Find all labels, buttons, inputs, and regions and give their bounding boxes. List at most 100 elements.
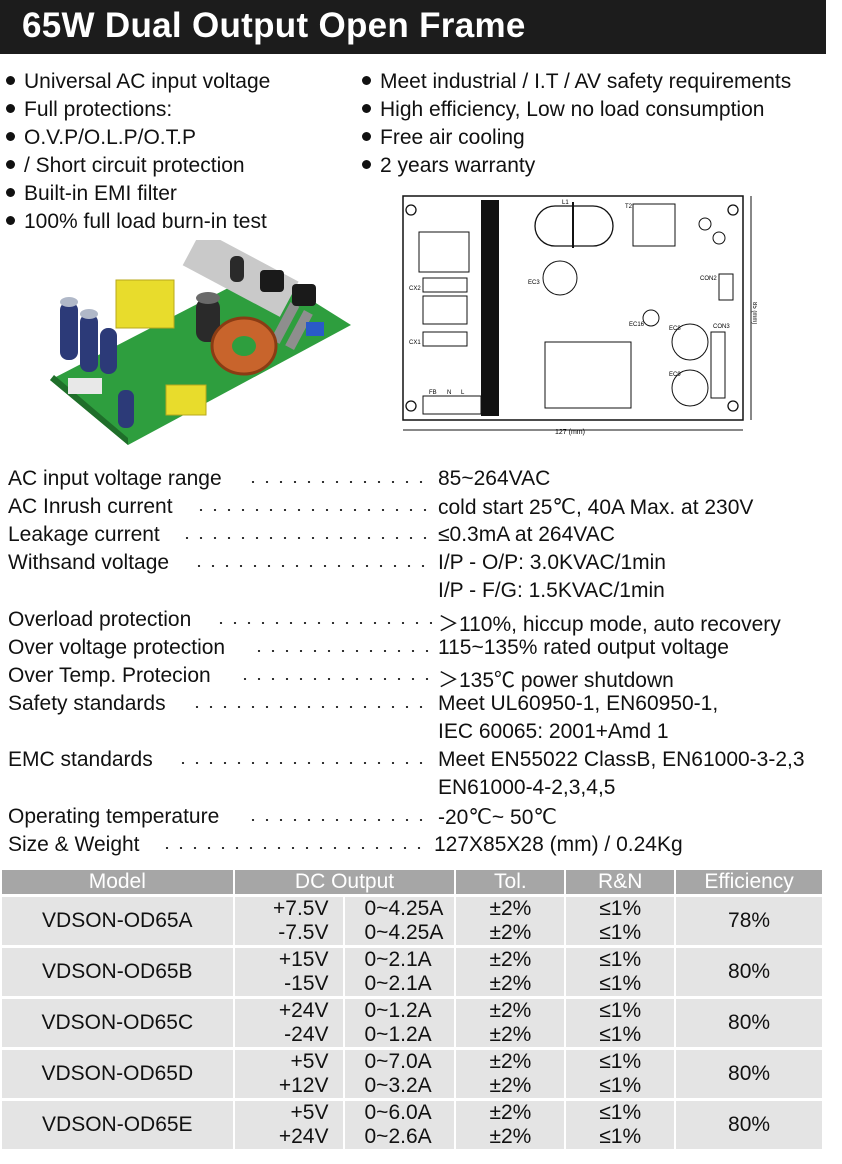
voltage-cell: +24V [233, 1125, 345, 1149]
current-cell: 0~1.2A [343, 1023, 457, 1049]
voltage-cell: +12V [233, 1074, 345, 1100]
model-cell: VDSON-OD65A [2, 894, 235, 947]
feature-text: Universal AC input voltage [24, 70, 271, 93]
current-cell: 0~4.25A [343, 894, 457, 921]
product-photo [50, 240, 351, 445]
tol-cell: ±2% [455, 1125, 567, 1149]
transformer [115, 279, 175, 329]
label-con3: CON3 [713, 324, 730, 330]
tol-cell: ±2% [455, 1047, 567, 1074]
rn-cell: ≤1% [565, 1125, 677, 1149]
spec-value: 115~135% rated output voltage [438, 636, 729, 659]
output-spec-table: Model DC Output Tol. R&N Efficiency VDSO… [2, 870, 824, 1149]
feature-text: High efficiency, Low no load consumption [380, 98, 765, 121]
mounting-holes [405, 204, 739, 412]
label-ec9: EC9 [669, 372, 681, 378]
header-efficiency: Efficiency [675, 870, 824, 896]
label-ec3: EC3 [528, 280, 540, 286]
table-row: +24V 0~2.6A ±2% ≤1% [2, 1125, 823, 1149]
leader-dots [192, 565, 432, 567]
heatsink-fins [270, 302, 313, 351]
spec-value: Meet EN55022 ClassB, EN61000-3-2,3 [438, 748, 805, 771]
feature-item: 100% full load burn-in test [6, 210, 267, 234]
capacitors [60, 256, 244, 428]
table-row: -24V 0~1.2A ±2% ≤1% [2, 1023, 823, 1049]
tol-cell: ±2% [455, 1098, 567, 1125]
feature-text: O.V.P/O.L.P/O.T.P [24, 126, 196, 149]
spec-label: Operating temperature [8, 805, 220, 828]
rn-cell: ≤1% [565, 1098, 677, 1125]
common-mode-choke [260, 270, 316, 306]
title-bar: 65W Dual Output Open Frame [0, 0, 826, 54]
spec-label: Size & Weight [8, 833, 140, 856]
table-row: VDSON-OD65E +5V 0~6.0A ±2% ≤1% 80% [2, 1098, 824, 1149]
feature-text: 2 years warranty [380, 154, 536, 177]
tol-cell: ±2% [455, 1074, 567, 1100]
efficiency-cell: 78% [675, 894, 824, 947]
bullet-icon [6, 215, 15, 225]
bullet-icon [6, 187, 15, 197]
label-ec8: EC8 [669, 326, 681, 332]
efficiency-cell: 80% [675, 996, 824, 1049]
current-cell: 0~2.1A [343, 972, 457, 998]
rn-cell: ≤1% [565, 945, 677, 972]
bullet-icon [362, 131, 371, 141]
current-cell: 0~7.0A [343, 1047, 457, 1074]
spec-value: I/P - O/P: 3.0KVAC/1min [438, 551, 666, 574]
feature-item: Full protections: [6, 98, 172, 122]
page-title: 65W Dual Output Open Frame [22, 6, 526, 45]
spec-label: Withsand voltage [8, 551, 170, 574]
tol-cell: ±2% [455, 972, 567, 998]
feature-item: Built-in EMI filter [6, 182, 177, 206]
voltage-cell: +5V [233, 1047, 345, 1074]
voltage-cell: +15V [233, 945, 345, 972]
spec-value: -20℃~ 50℃ [438, 806, 557, 829]
feature-text: 100% full load burn-in test [24, 210, 267, 233]
leader-dots [176, 762, 432, 764]
label-l: L [461, 390, 465, 396]
toroid-inductor [210, 316, 278, 376]
width-dimension-label: 127 (mm) [555, 429, 585, 436]
rn-cell: ≤1% [565, 1047, 677, 1074]
label-fb: FB [429, 390, 437, 396]
current-cell: 0~1.2A [343, 996, 457, 1023]
spec-value-line2: IEC 60065: 2001+Amd 1 [438, 720, 669, 743]
input-connector-schematic [422, 395, 482, 415]
current-cell: 0~2.6A [343, 1125, 457, 1149]
table-row: -7.5V 0~4.25A ±2% ≤1% [2, 921, 823, 947]
leader-dots [194, 509, 432, 511]
feature-text: / Short circuit protection [24, 154, 245, 177]
spec-value: ＞110%, hiccup mode, auto recovery [438, 613, 781, 636]
rn-cell: ≤1% [565, 894, 677, 921]
rn-cell: ≤1% [565, 1023, 677, 1049]
leader-dots [214, 622, 432, 624]
label-cx1: CX1 [409, 340, 421, 346]
connector-con3 [710, 331, 726, 399]
table-row: -15V 0~2.1A ±2% ≤1% [2, 972, 823, 998]
leader-dots [160, 847, 432, 849]
table-row: VDSON-OD65C +24V 0~1.2A ±2% ≤1% 80% [2, 996, 824, 1049]
input-connector [306, 322, 324, 336]
output-connector [68, 378, 102, 394]
feature-item: O.V.P/O.L.P/O.T.P [6, 126, 196, 150]
spec-value: 127X85X28 (mm) / 0.24Kg [434, 833, 683, 856]
leader-dots [246, 819, 432, 821]
spec-value-line2: I/P - F/G: 1.5KVAC/1min [438, 579, 665, 602]
bullet-icon [6, 75, 15, 85]
voltage-cell: +5V [233, 1098, 345, 1125]
current-cell: 0~6.0A [343, 1098, 457, 1125]
feature-text: Full protections: [24, 98, 173, 121]
voltage-cell: -24V [233, 1023, 345, 1049]
spec-value-line2: EN61000-4-2,3,4,5 [438, 776, 616, 799]
bullet-icon [362, 75, 371, 85]
spec-label: Leakage current [8, 523, 160, 546]
spec-label: Over Temp. Protecion [8, 664, 211, 687]
spec-value: 85~264VAC [438, 467, 551, 490]
header-tol: Tol. [455, 870, 567, 896]
feature-item: Universal AC input voltage [6, 70, 270, 94]
label-l1: L1 [562, 200, 569, 206]
efficiency-cell: 80% [675, 945, 824, 998]
current-cell: 0~2.1A [343, 945, 457, 972]
spec-value: ＞135℃ power shutdown [438, 669, 674, 692]
label-ec16: EC16 [629, 322, 645, 328]
